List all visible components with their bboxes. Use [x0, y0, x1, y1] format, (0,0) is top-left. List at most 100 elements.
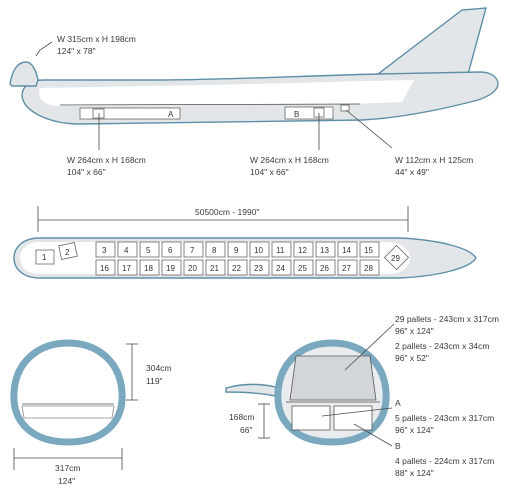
leader-hold-a	[321, 407, 393, 417]
cross-section-loaded: 168cm 66" 29 pallets - 243cm x 317cm 96"…	[225, 314, 499, 478]
leader-hold-b	[353, 423, 393, 447]
pallet-label-2: 2	[65, 248, 70, 257]
pallet-position-25	[293, 259, 314, 276]
door-a-dim-2: 104" x 66"	[67, 167, 106, 177]
pallet-label-16: 16	[100, 264, 109, 273]
alt-main-capacity: 2 pallets - 243cm x 34cm	[395, 341, 489, 351]
hold-door-a	[79, 107, 181, 120]
length-label: 50500cm - 1990"	[195, 207, 259, 217]
upper-deck-hump	[9, 61, 39, 87]
nose-door-dim-2: 124" x 78"	[57, 46, 96, 56]
pallet-label-26: 26	[320, 264, 329, 273]
pallet-position-19	[161, 259, 182, 276]
nose-door-dim-1: W 315cm x H 198cm	[57, 34, 136, 44]
aircraft-side-view: A B W 315cm x H 198cm 124" x 78" W 264cm…	[9, 7, 499, 177]
door-b-dim-2: 104" x 66"	[250, 167, 289, 177]
bulk-door	[340, 104, 350, 112]
hold-a-capacity: 5 pallets - 243cm x 317cm	[395, 413, 494, 423]
pallet-position-29	[383, 244, 410, 271]
pallet-position-15	[359, 241, 380, 258]
door-a-letter: A	[168, 110, 174, 119]
hold-door-b	[284, 106, 334, 120]
pallet-label-28: 28	[364, 264, 373, 273]
pallet-label-18: 18	[144, 264, 153, 273]
hold-height-cm: 168cm	[229, 412, 255, 422]
hold-b-capacity-in: 88" x 124"	[395, 468, 434, 478]
width-label-cm: 317cm	[55, 463, 81, 473]
pallet-row-upper: 3 4 5 6 7 8 9 10 11 12 13 14 15	[95, 241, 380, 258]
pallet-row-lower: 16 17 18 19 20 21 22 23 24 25 26 27 28	[95, 259, 380, 276]
pallet-label-4: 4	[124, 246, 129, 255]
tail-fin	[375, 7, 487, 75]
pallet-label-17: 17	[122, 264, 131, 273]
height-label-cm: 304cm	[146, 363, 172, 373]
hold-a-letter: A	[395, 398, 401, 408]
fuselage-section-outer	[10, 339, 126, 446]
pallet-position-26	[315, 259, 336, 276]
cabin-band	[39, 80, 415, 106]
pallet-label-21: 21	[210, 264, 219, 273]
lower-hold-a	[291, 405, 331, 431]
pallet-position-14	[337, 241, 358, 258]
pallet-position-27	[337, 259, 358, 276]
pallet-label-10: 10	[254, 246, 263, 255]
pallet-position-2	[58, 242, 78, 260]
door-b-letter: B	[294, 110, 299, 119]
hold-height-in: 66"	[240, 425, 252, 435]
bulk-door-dim-2: 44" x 49"	[395, 167, 429, 177]
pallet-position-12	[293, 241, 314, 258]
pallet-label-25: 25	[298, 264, 307, 273]
aircraft-top-view: 50500cm - 1990" 1 2 3 4 5 6 7 8 9 10	[13, 206, 477, 279]
pallet-label-14: 14	[342, 246, 351, 255]
door-b-dim-1: W 264cm x H 168cm	[250, 155, 329, 165]
pallet-label-8: 8	[212, 246, 217, 255]
door-a-dim-1: W 264cm x H 168cm	[67, 155, 146, 165]
section-cargo-area	[21, 405, 115, 419]
pallet-position-21	[205, 259, 226, 276]
lower-hold-b	[333, 405, 373, 431]
main-deck-pallet	[289, 355, 377, 401]
pallet-label-22: 22	[232, 264, 241, 273]
pallet-position-20	[183, 259, 204, 276]
pallet-label-20: 20	[188, 264, 197, 273]
pallet-position-23	[249, 259, 270, 276]
pallet-position-28	[359, 259, 380, 276]
pallet-position-1	[35, 249, 55, 265]
pallet-position-3	[95, 241, 116, 258]
pallet-label-15: 15	[364, 246, 373, 255]
pallet-label-3: 3	[102, 246, 107, 255]
pallet-label-27: 27	[342, 264, 351, 273]
pallet-position-18	[139, 259, 160, 276]
pallet-position-13	[315, 241, 336, 258]
leader-main-deck	[344, 323, 395, 371]
cross-section-main: 304cm 119" 317cm 124"	[10, 339, 172, 486]
main-deck-capacity-in: 96" x 124"	[395, 326, 434, 336]
pallet-position-16	[95, 259, 116, 276]
hold-b-letter: B	[395, 441, 401, 451]
pallet-position-17	[117, 259, 138, 276]
floor-line	[59, 103, 361, 106]
pallet-label-12: 12	[298, 246, 307, 255]
hold-door-a-frame	[92, 108, 105, 119]
pallet-label-24: 24	[276, 264, 285, 273]
alt-main-capacity-in: 96" x 52"	[395, 353, 429, 363]
pallet-label-9: 9	[234, 246, 239, 255]
leader-bulk	[345, 109, 393, 149]
pallet-position-5	[139, 241, 160, 258]
pallet-position-24	[271, 259, 292, 276]
pallet-label-23: 23	[254, 264, 263, 273]
pallet-position-8	[205, 241, 226, 258]
pallet-label-11: 11	[276, 246, 285, 255]
pallet-label-19: 19	[166, 264, 175, 273]
pallet-label-7: 7	[190, 246, 195, 255]
pallet-label-13: 13	[320, 246, 329, 255]
width-label-in: 124"	[58, 476, 75, 486]
pallet-position-9	[227, 241, 248, 258]
main-deck-capacity: 29 pallets - 243cm x 317cm	[395, 314, 499, 324]
pallet-position-7	[183, 241, 204, 258]
pallet-label-6: 6	[168, 246, 173, 255]
pallet-position-22	[227, 259, 248, 276]
hold-b-capacity: 4 pallets - 224cm x 317cm	[395, 456, 494, 466]
pallet-label-1: 1	[42, 253, 47, 262]
